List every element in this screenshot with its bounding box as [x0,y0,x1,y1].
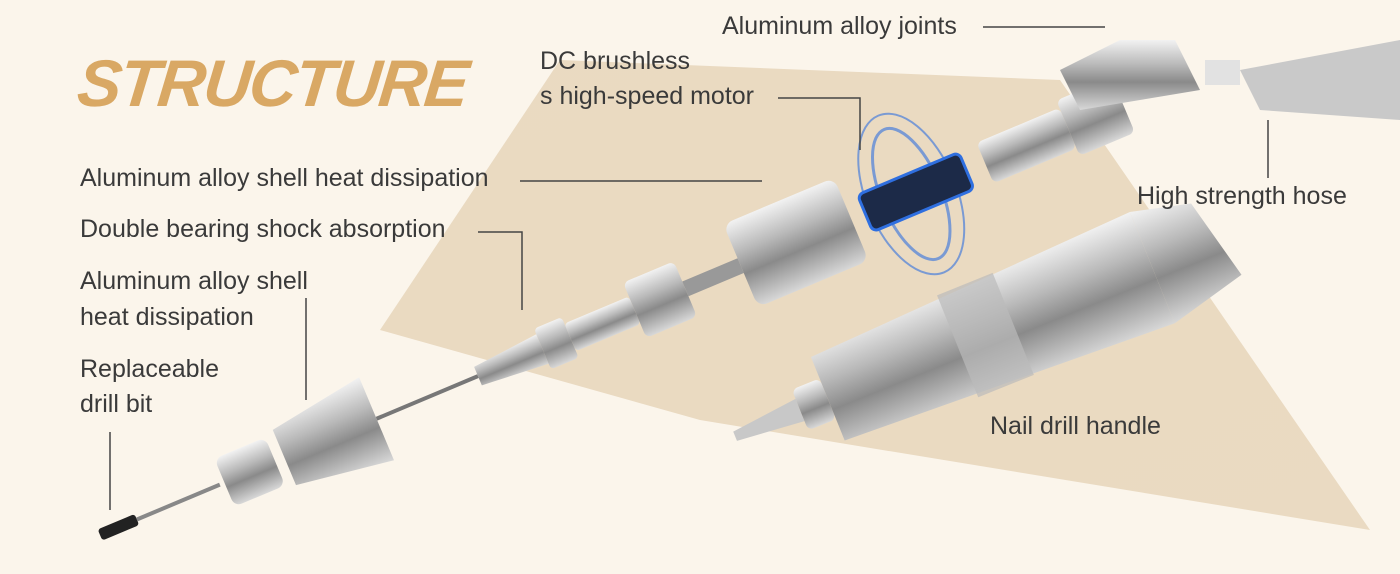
shadow-area [380,60,1370,530]
bearing-nose [474,334,549,386]
hose [1205,40,1400,120]
label-drill-bit-line2: drill bit [80,390,153,418]
page-title: STRUCTURE [74,46,471,120]
label-shell-lower-line1: Aluminum alloy shell [80,267,308,295]
assembled-handle [733,203,1242,441]
drill-bit [98,514,139,540]
bearing-sleeve [565,297,640,350]
label-nail-drill-handle: Nail drill handle [990,412,1161,440]
label-motor-line1: DC brushless [540,47,691,75]
label-aluminum-joints: Aluminum alloy joints [722,12,957,40]
spindle [375,374,479,421]
upper-shell [726,180,866,305]
motor [857,152,974,232]
collet [216,439,283,505]
bit-shaft [136,482,221,522]
bearing [535,318,578,369]
rear-sleeve [978,109,1075,182]
label-motor-line2: s high-speed motor [540,82,755,110]
leader-lines [109,26,1269,510]
label-double-bearing: Double bearing shock absorption [80,215,446,243]
front-shell [272,377,394,486]
ribbed-ring [624,263,696,337]
label-drill-bit-line1: Replaceable [80,355,219,383]
joint-part [1060,40,1200,110]
label-shell-lower-line2: heat dissipation [80,303,254,331]
label-hose: High strength hose [1137,182,1347,210]
shaft-2 [682,258,744,297]
label-shell-upper: Aluminum alloy shell heat dissipation [80,164,489,192]
